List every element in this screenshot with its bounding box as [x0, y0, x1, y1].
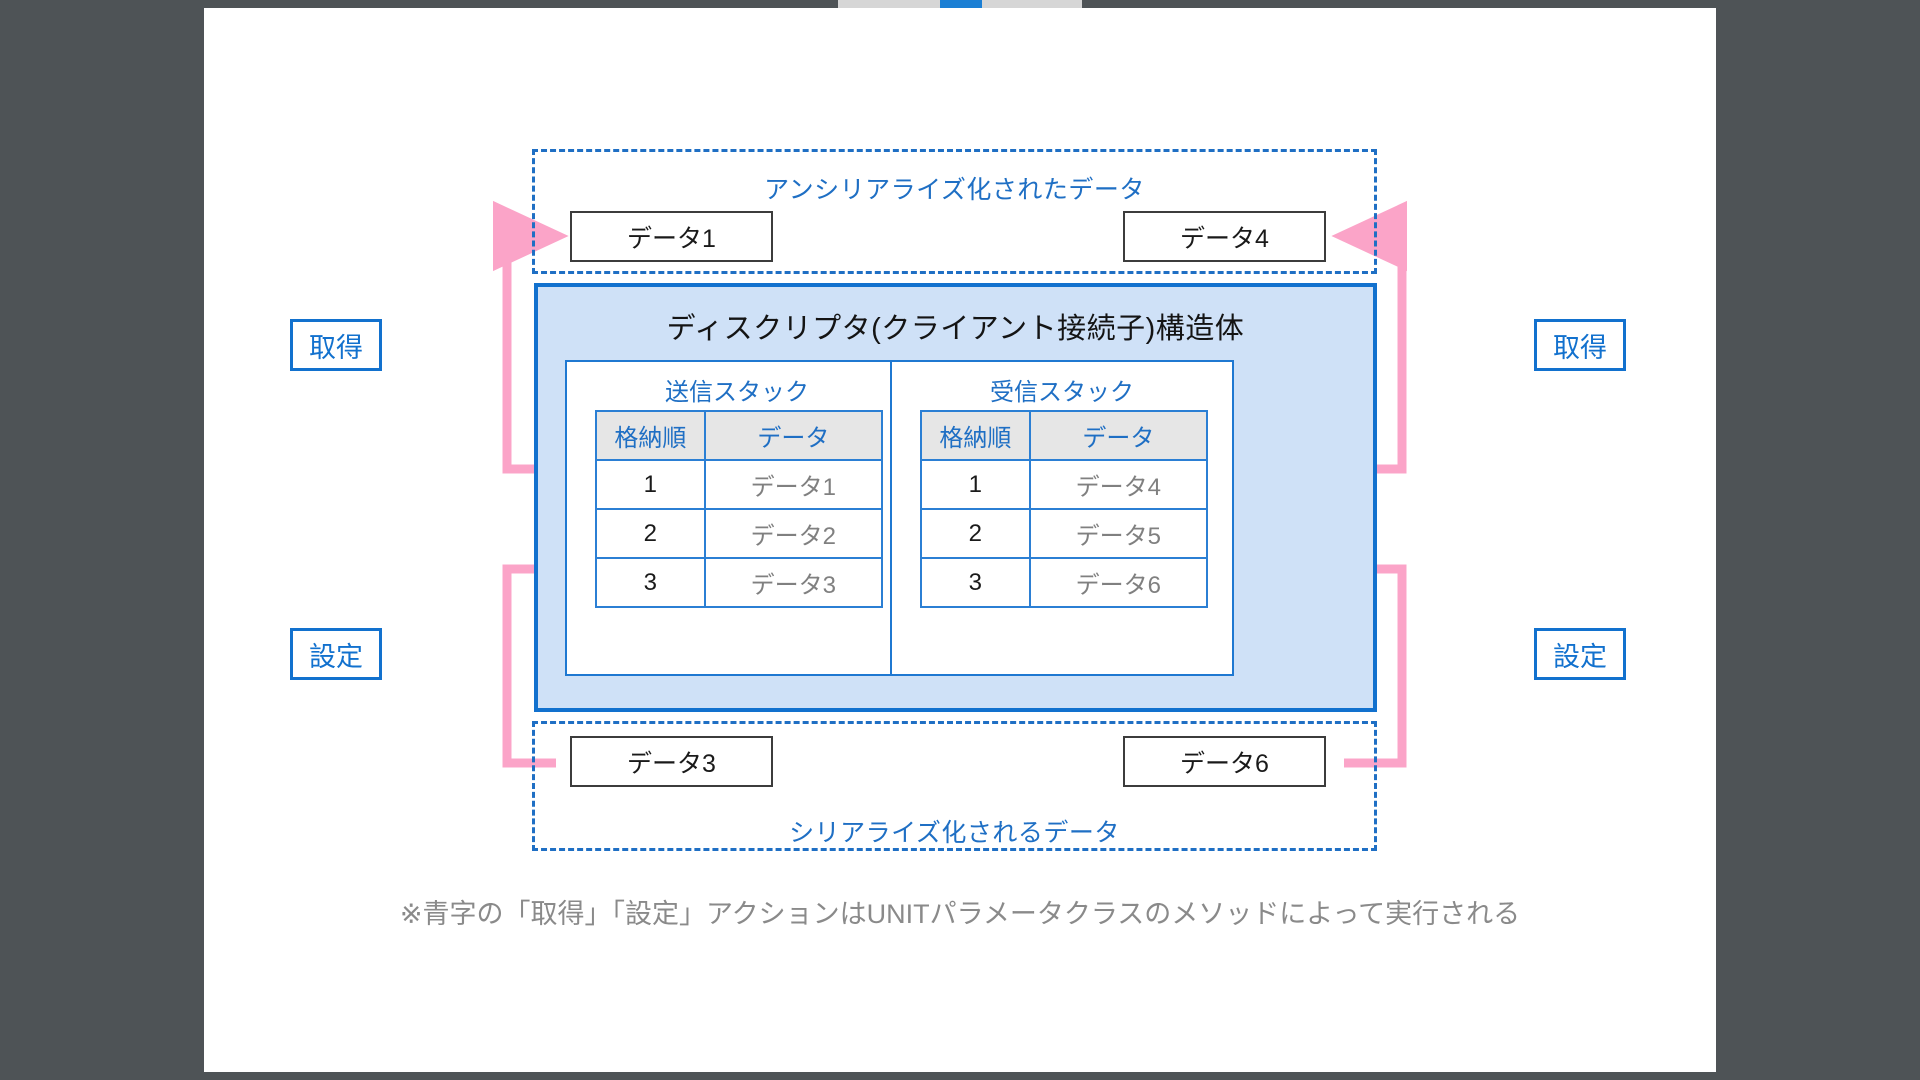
- receive-stack-value-1: データ4: [1028, 459, 1209, 510]
- send-stack-col-data: データ: [703, 410, 884, 461]
- receive-stack-value-2: データ5: [1028, 508, 1209, 559]
- send-stack-value-3: データ3: [703, 557, 884, 608]
- receive-stack-value-3: データ6: [1028, 557, 1209, 608]
- send-stack-order-1: 1: [595, 459, 706, 510]
- action-label-get-left: 取得: [290, 319, 382, 371]
- send-stack-value-1: データ1: [703, 459, 884, 510]
- send-stack-table: 格納順 データ 1 データ1 2 データ2: [595, 410, 884, 608]
- receive-stack-col-data: データ: [1028, 410, 1209, 461]
- top-scrollbar[interactable]: [838, 0, 1082, 9]
- serialized-region-label: シリアライズ化されるデータ: [789, 819, 1120, 847]
- table-row: 2 データ5: [920, 508, 1209, 559]
- send-stack-title: 送信スタック: [665, 379, 809, 406]
- table-row: 1 データ4: [920, 459, 1209, 510]
- receive-stack-col-order: 格納順: [920, 410, 1031, 461]
- send-stack-value-2: データ2: [703, 508, 884, 559]
- descriptor-structure: ディスクリプタ(クライアント接続子)構造体 送信スタック 格納順 データ: [534, 283, 1377, 712]
- document-page: アンシリアライズ化されたデータ データ1 データ4 シリアライズ化されるデータ …: [204, 8, 1716, 1072]
- data-box-bottom-right: データ6: [1123, 736, 1326, 787]
- send-stack-order-2: 2: [595, 508, 706, 559]
- receive-stack-order-2: 2: [920, 508, 1031, 559]
- send-stack-col-order: 格納順: [595, 410, 706, 461]
- diagram-canvas: アンシリアライズ化されたデータ データ1 データ4 シリアライズ化されるデータ …: [204, 8, 1716, 1072]
- table-header-row: 格納順 データ: [920, 410, 1209, 461]
- send-stack-panel: 送信スタック 格納順 データ 1 データ1: [565, 360, 909, 676]
- receive-stack-order-1: 1: [920, 459, 1031, 510]
- unserialized-region: [532, 149, 1377, 274]
- action-label-set-left: 設定: [290, 628, 382, 680]
- serialized-region: [532, 721, 1377, 851]
- table-row: 3 データ3: [595, 557, 884, 608]
- data-box-bottom-left: データ3: [570, 736, 773, 787]
- table-row: 3 データ6: [920, 557, 1209, 608]
- receive-stack-panel: 受信スタック 格納順 データ 1 データ4: [890, 360, 1234, 676]
- scrollbar-thumb[interactable]: [940, 0, 982, 9]
- descriptor-structure-title: ディスクリプタ(クライアント接続子)構造体: [666, 313, 1245, 345]
- receive-stack-title: 受信スタック: [990, 379, 1134, 406]
- data-box-top-right: データ4: [1123, 211, 1326, 262]
- action-label-get-right: 取得: [1534, 319, 1626, 371]
- table-header-row: 格納順 データ: [595, 410, 884, 461]
- table-row: 2 データ2: [595, 508, 884, 559]
- diagram-footnote: ※青字の「取得」「設定」アクションはUNITパラメータクラスのメソッドによって実…: [399, 899, 1521, 929]
- action-label-set-right: 設定: [1534, 628, 1626, 680]
- table-row: 1 データ1: [595, 459, 884, 510]
- receive-stack-table: 格納順 データ 1 データ4 2 データ5: [920, 410, 1209, 608]
- receive-stack-order-3: 3: [920, 557, 1031, 608]
- data-box-top-left: データ1: [570, 211, 773, 262]
- unserialized-region-label: アンシリアライズ化されたデータ: [764, 176, 1145, 204]
- send-stack-order-3: 3: [595, 557, 706, 608]
